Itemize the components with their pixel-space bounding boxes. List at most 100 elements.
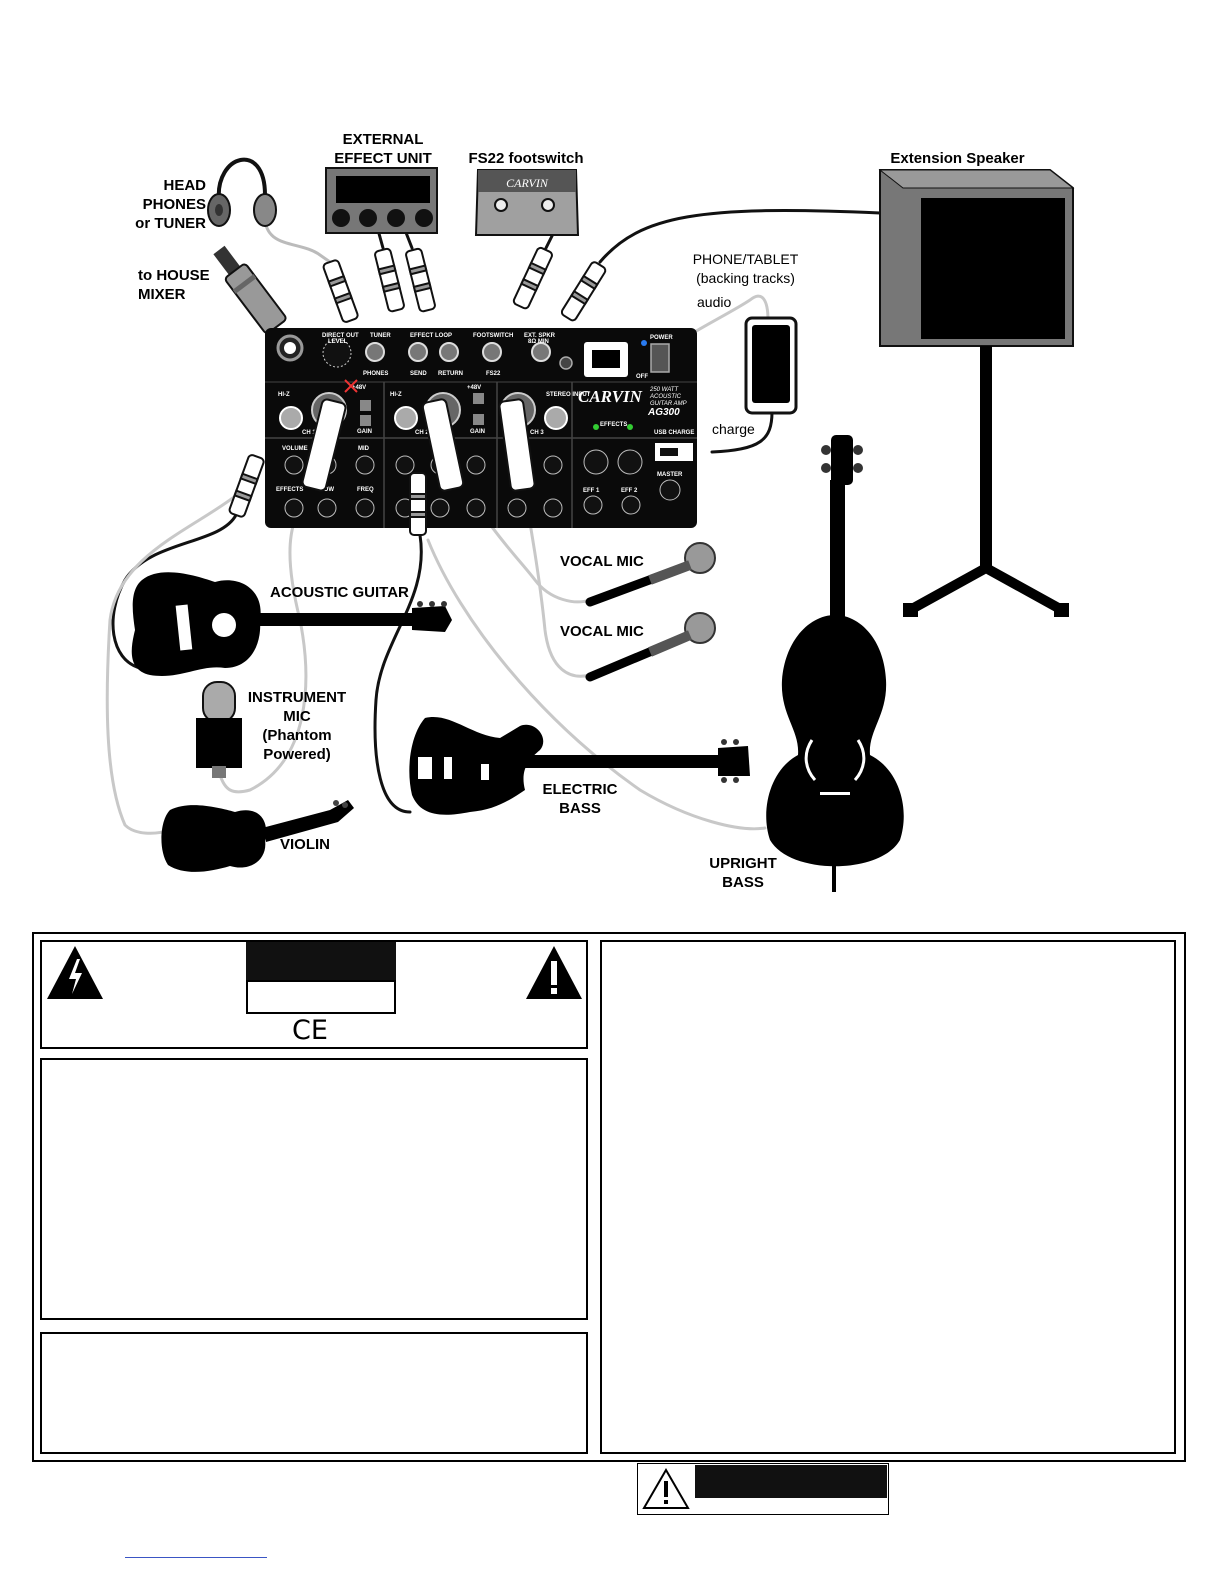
xlr-plug-ch3 [498, 398, 536, 492]
caution-label-box [246, 980, 396, 1014]
amp-return-label: RETURN [438, 371, 463, 377]
audio-label: audio [697, 294, 732, 310]
amp-phantom-label-2: +48V [467, 385, 481, 391]
connection-diagram: DIRECT OUT LEVEL TUNER PHONES EFFECT LOO… [105, 157, 1075, 892]
caution-header-bar [246, 942, 396, 982]
amp-direct-out-label: DIRECT OUT [322, 333, 359, 339]
amp-freq-label: FREQ [357, 487, 374, 493]
acoustic-guitar-icon [131, 572, 452, 676]
amp-effects-knob-label: EFFECTS [276, 487, 303, 493]
amp-hiz-label-1: HI-Z [278, 392, 290, 398]
amp-gain-label-1: GAIN [357, 429, 372, 435]
footswitch-brand-label: CARVIN [506, 176, 548, 190]
amp-volume-label: VOLUME [282, 446, 308, 452]
phone-tablet-label: PHONE/TABLET (backing tracks) [688, 250, 803, 288]
amp-usb-charge-label: USB CHARGE [654, 430, 694, 436]
amp-ohm-label: 8Ω MIN [528, 339, 549, 345]
lightning-warning-icon [47, 946, 103, 999]
amp-low-label: LOW [320, 487, 334, 493]
amp-level-label: LEVEL [328, 339, 348, 345]
external-effect-unit-icon [325, 167, 438, 234]
amp-power-label: POWER [650, 335, 673, 341]
house-mixer-label-line-1: to HOUSE [138, 267, 210, 284]
underline-link[interactable] [125, 1557, 267, 1558]
amp-ext-spkr-label: EXT. SPKR [524, 333, 556, 339]
instrument-mic-cable [218, 488, 314, 794]
instrument-mic-label-line-1: INSTRUMENT [247, 689, 347, 706]
amp-fs22-label: FS22 [486, 371, 501, 377]
instrument-mic-label-line-2: MIC [283, 708, 311, 725]
amp-footswitch-label: FOOTSWITCH [473, 333, 513, 339]
house-mixer-label: to HOUSE MIXER [138, 266, 210, 304]
upright-bass-icon [766, 435, 904, 892]
speaker-cable [598, 209, 882, 264]
instrument-mic-label-line-3: (Phantom [262, 727, 332, 744]
amp-effect-loop-label: EFFECT LOOP [410, 333, 452, 339]
footswitch-icon [474, 169, 580, 236]
phone-tablet-label-line-2: (backing tracks) [696, 270, 795, 286]
bass-plug-icon [409, 472, 427, 536]
notice-text-panel [40, 1332, 588, 1454]
headphones-label-line-1: HEAD [163, 177, 206, 194]
safety-notice-frame [32, 932, 1186, 1462]
warning-triangle-icon [642, 1468, 690, 1509]
amp-phones-label: PHONES [363, 371, 388, 377]
warning-header-bar [695, 1465, 887, 1498]
caution-panel: CE [40, 940, 588, 1049]
amp-eff2-label: EFF 2 [621, 488, 638, 494]
instrument-mic-icon [196, 681, 242, 778]
xlr-plug-icon [213, 245, 287, 334]
headphones-icon [207, 157, 277, 227]
xlr-plug-ch1 [301, 398, 347, 492]
ce-mark: CE [292, 1015, 328, 1046]
amp-brand-logo: CARVIN [578, 387, 643, 406]
phone-icon [744, 316, 798, 415]
acoustic-plug-icon [228, 454, 265, 518]
phones-plug-icon [322, 259, 359, 323]
electric-bass-label: ELECTRIC BASS [532, 780, 628, 818]
instrument-mic-label: INSTRUMENT MIC (Phantom Powered) [238, 688, 356, 764]
footswitch-label: FS22 footswitch [468, 150, 584, 167]
extension-speaker-icon [878, 169, 1075, 617]
amp-send-label: SEND [410, 371, 427, 377]
return-plug-icon [405, 247, 436, 313]
amp-gain-label-2: GAIN [470, 429, 485, 435]
violin-icon [161, 800, 354, 872]
charge-label: charge [712, 421, 755, 437]
amp-off-label: OFF [636, 374, 648, 380]
amp-phantom-label-1: +48V [352, 385, 366, 391]
violin-label: VIOLIN [280, 836, 331, 853]
vocal-mic-1-label: VOCAL MIC [560, 553, 644, 570]
amp-model-label: AG300 [647, 407, 680, 418]
electric-bass-label-line-2: BASS [559, 800, 601, 817]
amp-mid-label: MID [358, 446, 370, 452]
amp-effects-label: EFFECTS [600, 422, 627, 428]
upright-bass-label-line-1: UPRIGHT [709, 855, 777, 872]
violin-cable [105, 468, 262, 835]
headphones-label-line-2: PHONES [142, 196, 206, 213]
amp-hiz-label-2: HI-Z [390, 392, 402, 398]
speaker-plug-icon [560, 261, 607, 322]
external-effect-label: EXTERNAL EFFECT UNIT [328, 130, 438, 168]
ag300-amplifier: DIRECT OUT LEVEL TUNER PHONES EFFECT LOO… [265, 328, 697, 528]
exclamation-warning-icon [526, 946, 582, 999]
upright-bass-label: UPRIGHT BASS [700, 854, 786, 892]
external-effect-label-line-1: EXTERNAL [342, 131, 424, 148]
instructions-text-panel [600, 940, 1176, 1454]
electric-bass-icon [409, 717, 750, 815]
headphones-label-line-3: or TUNER [135, 215, 206, 232]
amp-ch3-label: CH 3 [530, 430, 544, 436]
xlr-plug-ch2 [421, 398, 465, 492]
phone-charge-cable [710, 410, 774, 454]
warning-label-box [637, 1463, 889, 1515]
amp-ch2-label: CH 2 [415, 430, 429, 436]
electric-bass-cable [373, 533, 423, 814]
amp-tagline-2: ACOUSTIC [649, 394, 682, 400]
amp-tagline-3: GUITAR AMP [650, 401, 687, 407]
vocal-mic-2-icon [585, 612, 716, 682]
amp-stereo-input-label: STEREO INPUT [546, 392, 591, 398]
vocal-mic-1-icon [585, 542, 716, 607]
amp-master-label: MASTER [657, 472, 683, 478]
external-effect-label-line-2: EFFECT UNIT [334, 150, 432, 167]
phone-tablet-label-line-1: PHONE/TABLET [692, 251, 799, 267]
